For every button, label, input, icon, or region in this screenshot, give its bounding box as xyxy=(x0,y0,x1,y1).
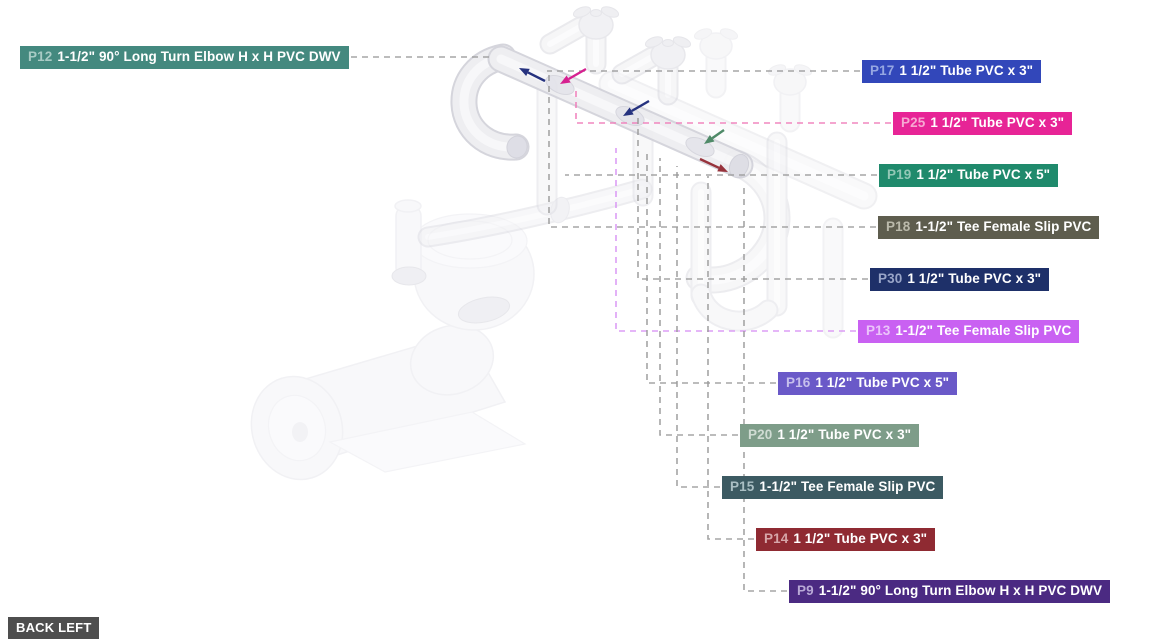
echo-valve-body xyxy=(699,32,733,60)
valve-wing-handle xyxy=(644,36,664,48)
pipe-open-mouth xyxy=(728,153,750,179)
part-description: 1-1/2" Tee Female Slip PVC xyxy=(895,323,1072,338)
part-description: 1-1/2" 90° Long Turn Elbow H x H PVC DWV xyxy=(57,49,341,64)
part-id: P12 xyxy=(28,49,53,64)
part-description: 1 1/2" Tube PVC x 3" xyxy=(930,115,1065,130)
pump-base-plate xyxy=(328,411,527,473)
manifold-foreground xyxy=(464,57,752,181)
valve-wing-handle xyxy=(672,36,692,48)
flow-arrow-shaft xyxy=(568,67,587,81)
part-callout-p18[interactable]: P18 1-1/2" Tee Female Slip PVC xyxy=(878,216,1100,240)
valve-wing-handle xyxy=(572,6,592,18)
echo-valve-wing xyxy=(719,28,739,40)
pump-shaft-hub xyxy=(292,422,308,442)
part-callout-p14[interactable]: P14 1 1/2" Tube PVC x 3" xyxy=(756,528,936,552)
part-callout-p15[interactable]: P15 1-1/2" Tee Female Slip PVC xyxy=(722,476,944,500)
leader-line-p14 xyxy=(707,176,754,540)
echo-valve-wing xyxy=(767,64,787,76)
flow-arrow-shaft xyxy=(631,99,650,113)
echo-valve-body xyxy=(773,68,807,96)
part-description: 1-1/2" Tee Female Slip PVC xyxy=(759,479,936,494)
part-callout-p12[interactable]: P12 1-1/2" 90° Long Turn Elbow H x H PVC … xyxy=(20,46,349,70)
flow-arrows-layer xyxy=(519,67,728,172)
pump-riser-flange xyxy=(391,266,427,286)
part-id: P25 xyxy=(901,115,926,130)
part-description: 1 1/2" Tube PVC x 5" xyxy=(815,375,950,390)
flow-arrow-1 xyxy=(519,68,546,83)
suction-pipe-run xyxy=(428,189,642,237)
part-id: P30 xyxy=(878,271,903,286)
echo-valve-wing xyxy=(793,64,813,76)
valve-stem-nut xyxy=(590,9,602,17)
pump-render xyxy=(250,199,535,481)
pump-union-nut xyxy=(457,296,511,324)
part-callout-p16[interactable]: P16 1 1/2" Tube PVC x 5" xyxy=(778,372,958,396)
part-callout-p30[interactable]: P30 1 1/2" Tube PVC x 3" xyxy=(870,268,1050,292)
part-id: P19 xyxy=(887,167,912,182)
part-callout-p25[interactable]: P25 1 1/2" Tube PVC x 3" xyxy=(893,112,1073,136)
valve-clusters xyxy=(550,6,692,95)
flow-arrow-head xyxy=(717,164,728,172)
flow-arrow-shaft xyxy=(711,129,725,140)
part-id: P9 xyxy=(797,583,814,598)
part-callout-p17[interactable]: P17 1 1/2" Tube PVC x 3" xyxy=(862,60,1042,84)
pump-riser-mouth xyxy=(394,199,422,213)
flow-arrow-head xyxy=(623,107,634,116)
leader-line-p25 xyxy=(575,87,891,124)
flow-arrow-head xyxy=(560,75,571,84)
part-id: P18 xyxy=(886,219,911,234)
part-id: P17 xyxy=(870,63,895,78)
echo-valve-wing xyxy=(693,28,713,40)
flow-arrow-head xyxy=(519,68,530,77)
part-id: P16 xyxy=(786,375,811,390)
pipe-open-mouth xyxy=(506,135,528,159)
flow-arrow-shaft xyxy=(527,71,546,83)
leader-line-p13 xyxy=(615,148,856,332)
manifold-background-echo xyxy=(612,28,864,328)
leader-lines-layer xyxy=(351,56,891,592)
flow-arrow-5 xyxy=(699,157,728,172)
part-description: 1-1/2" 90° Long Turn Elbow H x H PVC DWV xyxy=(818,583,1103,598)
flow-arrow-head xyxy=(704,134,715,144)
part-description: 1 1/2" Tube PVC x 5" xyxy=(916,167,1051,182)
part-description: 1 1/2" Tube PVC x 3" xyxy=(899,63,1034,78)
part-description: 1-1/2" Tee Female Slip PVC xyxy=(915,219,1092,234)
leader-line-p15 xyxy=(676,166,720,488)
flow-arrow-4 xyxy=(704,129,725,144)
part-description: 1 1/2" Tube PVC x 3" xyxy=(793,531,928,546)
leader-line-p20 xyxy=(659,158,738,436)
part-description: 1 1/2" Tube PVC x 3" xyxy=(907,271,1042,286)
part-callout-p13[interactable]: P13 1-1/2" Tee Female Slip PVC xyxy=(858,320,1080,344)
part-id: P15 xyxy=(730,479,755,494)
part-callout-p19[interactable]: P19 1 1/2" Tube PVC x 5" xyxy=(879,164,1059,188)
part-description: 1 1/2" Tube PVC x 3" xyxy=(777,427,912,442)
part-id: P20 xyxy=(748,427,773,442)
flow-arrow-3 xyxy=(623,99,650,116)
leader-line-p18 xyxy=(548,74,876,228)
part-callout-p9[interactable]: P9 1-1/2" 90° Long Turn Elbow H x H PVC D… xyxy=(789,580,1111,604)
valve-wing-handle xyxy=(600,6,620,18)
flow-arrow-shaft xyxy=(699,157,720,169)
view-orientation-badge: BACK LEFT xyxy=(8,617,100,639)
part-id: P14 xyxy=(764,531,789,546)
leader-line-p9 xyxy=(743,184,787,592)
valve-stem-nut xyxy=(662,39,674,47)
part-id: P13 xyxy=(866,323,891,338)
part-callout-p20[interactable]: P20 1 1/2" Tube PVC x 3" xyxy=(740,424,920,448)
pump-seal-ring xyxy=(409,324,495,396)
flow-arrow-2 xyxy=(560,67,587,84)
